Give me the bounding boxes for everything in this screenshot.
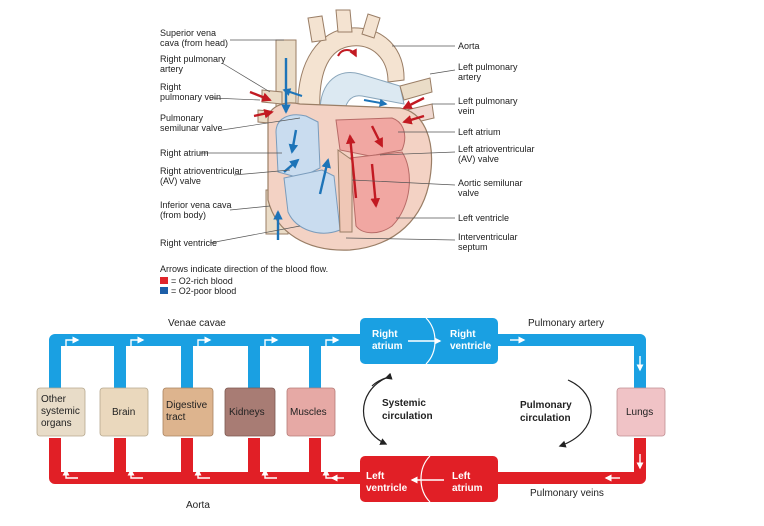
pipe-arrows bbox=[62, 336, 644, 482]
heart-illustration bbox=[249, 9, 435, 251]
svg-text:Brain: Brain bbox=[112, 407, 135, 418]
pulmonary-veins-label: Pulmonary veins bbox=[530, 488, 604, 499]
red-vessels bbox=[49, 438, 646, 484]
label-right-atrium: Right atrium bbox=[160, 148, 209, 158]
svg-text:Kidneys: Kidneys bbox=[229, 407, 265, 418]
label-left-atrium: Left atrium bbox=[458, 127, 501, 137]
legend: Arrows indicate direction of the blood f… bbox=[160, 264, 328, 296]
label-right-av-valve: Right atrioventricular(AV) valve bbox=[160, 166, 243, 186]
organ-brain: Brain bbox=[99, 387, 149, 437]
legend-title: Arrows indicate direction of the blood f… bbox=[160, 264, 328, 274]
legend-rich-text: = O2-rich blood bbox=[171, 276, 233, 286]
label-left-ventricle: Left ventricle bbox=[458, 213, 509, 223]
svg-text:Lungs: Lungs bbox=[626, 407, 653, 418]
aorta-label: Aorta bbox=[186, 500, 210, 511]
legend-poor-text: = O2-poor blood bbox=[171, 286, 236, 296]
label-right-ventricle: Right ventricle bbox=[160, 238, 217, 248]
organ-muscles: Muscles bbox=[286, 387, 336, 437]
label-inferior-vena-cava: Inferior vena cava(from body) bbox=[160, 200, 232, 220]
organ-kidneys: Kidneys bbox=[224, 387, 276, 437]
svg-text:Muscles: Muscles bbox=[290, 407, 327, 418]
legend-swatch-rich bbox=[160, 277, 168, 284]
venae-cavae-label: Venae cavae bbox=[168, 318, 226, 329]
pulmonary-loop bbox=[558, 379, 592, 448]
systemic-loop bbox=[363, 377, 388, 445]
pulmonary-artery-label: Pulmonary artery bbox=[528, 318, 604, 329]
blue-vessels bbox=[49, 334, 646, 392]
label-aorta: Aorta bbox=[458, 41, 480, 51]
label-left-av-valve: Left atrioventricular(AV) valve bbox=[458, 144, 535, 164]
leader-lines bbox=[200, 39, 456, 244]
systemic-arrow-head bbox=[371, 372, 393, 387]
organ-lungs: Lungs bbox=[616, 387, 666, 437]
legend-swatch-poor bbox=[160, 287, 168, 294]
